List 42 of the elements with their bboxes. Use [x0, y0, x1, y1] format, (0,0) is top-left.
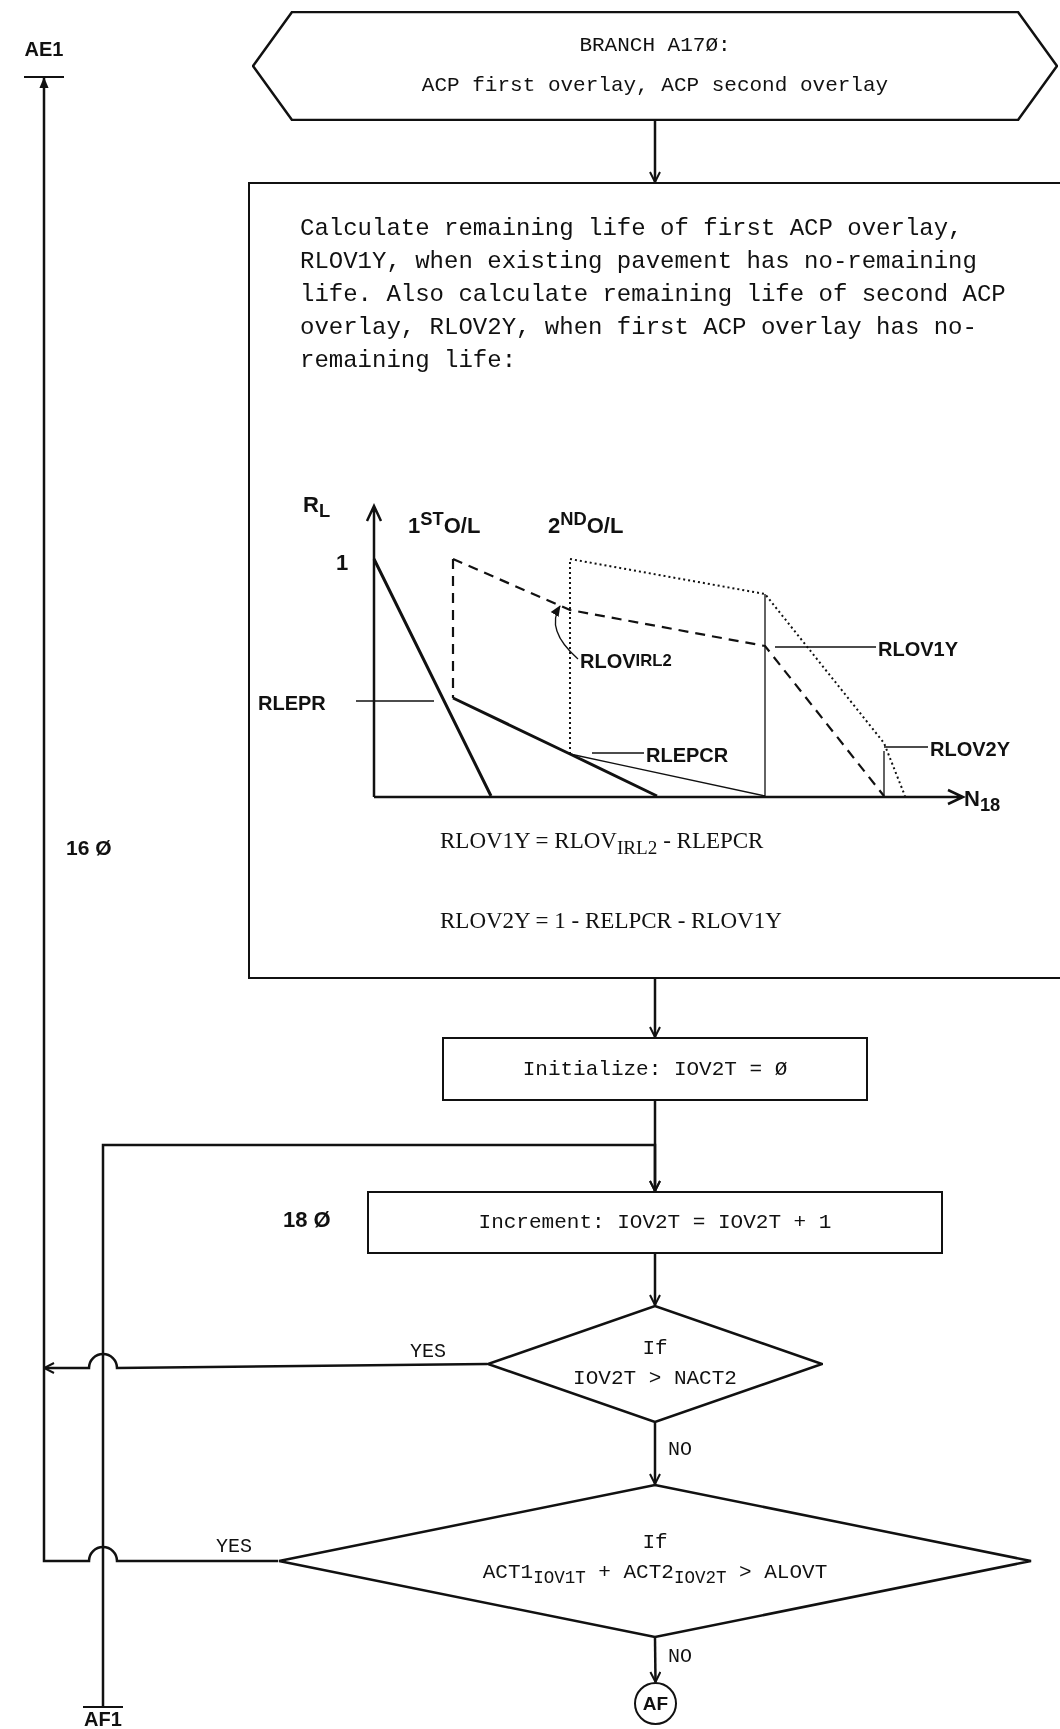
axis-label: R$_{L}$ [303, 492, 331, 523]
curve-label: RLOV2Y [930, 736, 1042, 762]
step-number: 18 Ø [283, 1207, 331, 1233]
curve-label: RLEPCR [646, 742, 758, 768]
decision-diamond [487, 1305, 823, 1423]
arrow [649, 1423, 661, 1485]
connector-circle: AF [634, 1682, 677, 1725]
curve-label: RLEPR [258, 690, 358, 716]
formula-text: RLOV2Y = 1 - RELPCR - RLOV1Y [440, 907, 783, 935]
process-box: Initialize: IOV2T = Ø [442, 1037, 868, 1101]
branch-subtitle: ACP first overlay, ACP second overlay [421, 73, 889, 99]
arrow [649, 1638, 662, 1683]
condition-text: IOV2T > NACT2 [573, 1366, 737, 1392]
tick-label: 1 [336, 550, 349, 576]
arrow [39, 77, 49, 1368]
off-page-connector: AE1 [24, 38, 64, 78]
process-box: Increment: IOV2T = IOV2T + 1 [367, 1191, 943, 1254]
axis-label: N$_{18}$ [964, 786, 1001, 817]
leader-line [883, 746, 929, 748]
branch-hexagon [252, 11, 1058, 121]
leader-line [551, 605, 579, 660]
curve-label: RLOV1Y [878, 636, 988, 662]
leader-line [355, 700, 435, 702]
decision-diamond [278, 1484, 1032, 1638]
leader-line [774, 646, 877, 648]
arrow [649, 121, 661, 183]
formula-text: RLOV1Y = RLOV$_{IRL2}$ - RLEPCR [440, 827, 765, 860]
description-text: Calculate remaining life of first ACP overlay, RLOV1Y, when existing pavement has no-remaining life. Also calculate remaining life of second ACP overlay, RLOV2Y, when first ACP overlay has no-remaining life: [300, 214, 1007, 376]
condition-text: If [642, 1336, 668, 1362]
branch-title: BRANCH A17Ø: [579, 33, 731, 59]
process-box [248, 182, 1060, 979]
condition-text: If [642, 1530, 668, 1557]
off-page-connector: AF1 [83, 1706, 123, 1729]
curve-title: 1$^{ST}$O/L [408, 508, 481, 540]
loop-number: 16 Ø [66, 836, 112, 860]
arrow [101, 1143, 661, 1706]
arrow [649, 1254, 661, 1306]
arrow [649, 979, 661, 1038]
leader-line [591, 752, 645, 754]
condition-text: ACT1$_{IOV1T}$ + ACT2$_{IOV2T}$ > ALOVT [482, 1560, 828, 1591]
curve-title: 2$^{ND}$O/L [548, 508, 624, 540]
arrow [43, 1352, 487, 1374]
